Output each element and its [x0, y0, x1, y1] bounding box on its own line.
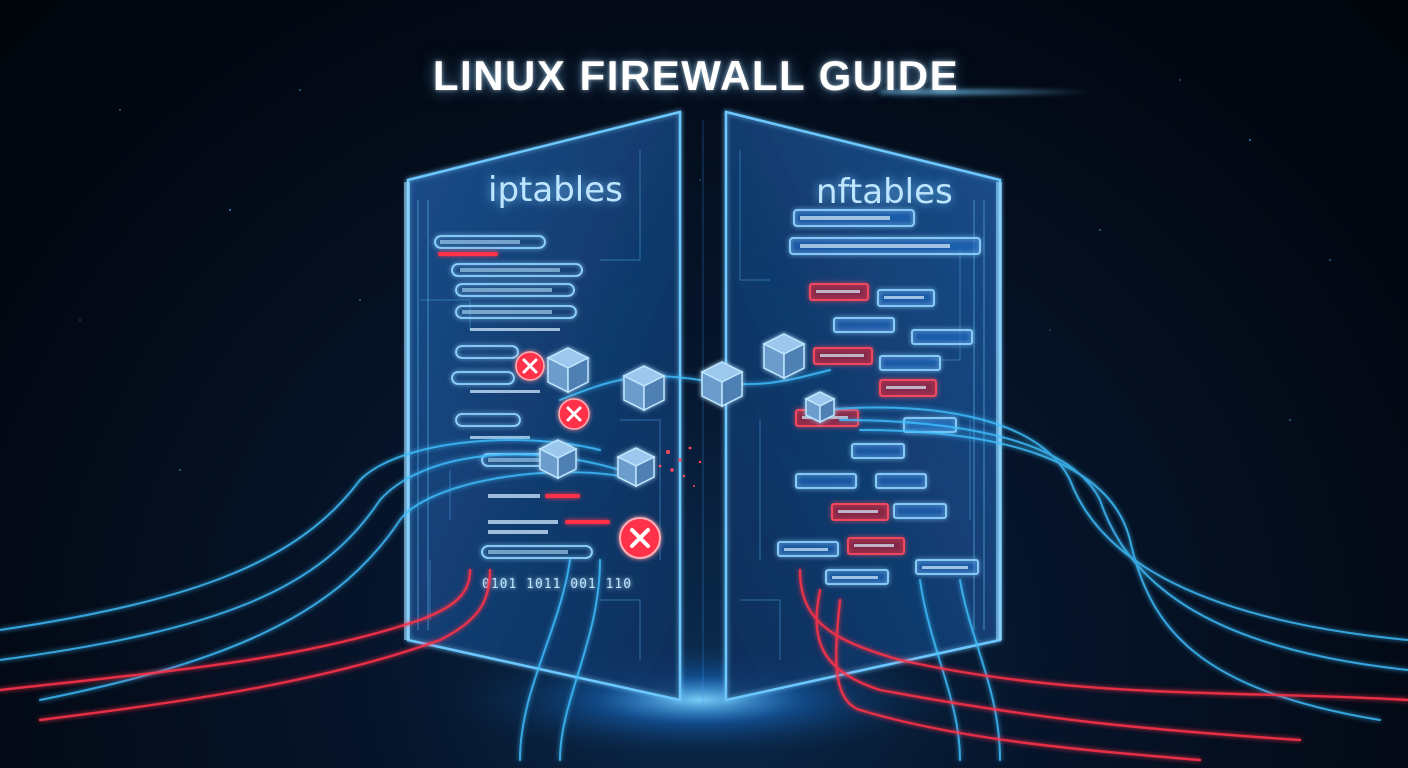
- nftables-label: nftables: [816, 172, 953, 212]
- data-streams: [0, 369, 1408, 762]
- title-glow: [880, 88, 1100, 96]
- blocked-packet-particles: [658, 446, 702, 487]
- page-title: LINUX FIREWALL GUIDE: [432, 52, 960, 99]
- iptables-panel: 0101 1011 001 110: [404, 110, 682, 702]
- nftables-panel: [724, 110, 1002, 702]
- background-particles: [79, 79, 1331, 471]
- data-cube-icon: [538, 333, 836, 488]
- iptables-label: iptables: [488, 170, 623, 210]
- block-x-icon: [515, 351, 661, 559]
- binary-code-text: 0101 1011 001 110: [482, 577, 632, 592]
